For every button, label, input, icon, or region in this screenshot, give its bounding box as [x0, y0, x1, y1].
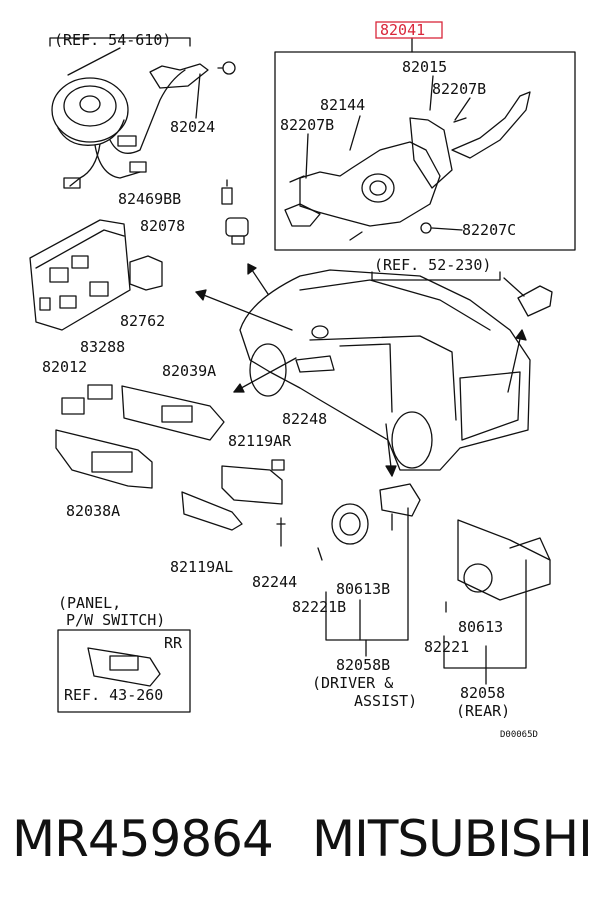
- panel-reference-box: [57, 629, 191, 713]
- label-82058: 82058: [460, 684, 505, 702]
- highlight-box-82041: [375, 21, 443, 39]
- label-82038a: 82038A: [66, 502, 120, 520]
- label-80613: 80613: [458, 618, 503, 636]
- label-82144: 82144: [320, 96, 365, 114]
- label-82119al: 82119AL: [170, 558, 233, 576]
- label-83288: 83288: [80, 338, 125, 356]
- label-82024: 82024: [170, 118, 215, 136]
- label-rr: RR: [164, 634, 183, 652]
- label-82119ar: 82119AR: [228, 432, 292, 450]
- label-82039a: 82039A: [162, 362, 216, 380]
- column-switch-assembly: [274, 37, 576, 251]
- label-82015: 82015: [402, 58, 447, 76]
- label-82762: 82762: [120, 312, 165, 330]
- label-ref-52-230: (REF. 52-230): [374, 256, 491, 274]
- label-panel-line1: (PANEL,: [58, 594, 121, 612]
- label-82078: 82078: [140, 217, 185, 235]
- label-82012: 82012: [42, 358, 87, 376]
- label-ref-54-610: (REF. 54-610): [54, 31, 171, 49]
- label-82248: 82248: [282, 410, 327, 428]
- door-switch-rear: [443, 519, 551, 685]
- label-panel-line2: P/W SWITCH): [66, 611, 165, 629]
- label-82207b-left: 82207B: [280, 116, 334, 134]
- footer: MR459864 MITSUBISHI: [0, 800, 600, 900]
- parts-diagram: (REF. 54-610) 82041 82015 82024 82207B 8…: [29, 21, 576, 740]
- label-82058b: 82058B: [336, 656, 390, 674]
- bolt-82469bb: [221, 179, 233, 205]
- clock-spring-illustration: [49, 37, 236, 189]
- part-number: MR459864: [12, 810, 274, 868]
- vehicle-illustration: [239, 269, 531, 471]
- label-driver-assist-line1: (DRIVER &: [312, 674, 393, 692]
- brand-name: MITSUBISHI: [312, 810, 593, 868]
- window-switch-parts: [55, 384, 285, 531]
- label-82041: 82041: [380, 21, 425, 39]
- lamp-illustration: [371, 271, 553, 317]
- label-82207c: 82207C: [462, 221, 516, 239]
- label-80613b: 80613B: [336, 580, 390, 598]
- label-82469bb: 82469BB: [118, 190, 181, 208]
- label-ref-43-260: REF. 43-260: [64, 686, 163, 704]
- label-driver-assist-line2: ASSIST): [354, 692, 417, 710]
- label-82244: 82244: [252, 573, 297, 591]
- screw-82244: [276, 517, 286, 547]
- label-82221b: 82221B: [292, 598, 346, 616]
- relay-box-illustration: [29, 219, 163, 331]
- door-switch-driver: [317, 483, 421, 657]
- reference-arrows: [195, 263, 527, 477]
- drawing-code: D00065D: [500, 730, 538, 740]
- label-82207b-right: 82207B: [432, 80, 486, 98]
- label-rear: (REAR): [456, 702, 510, 720]
- label-82221: 82221: [424, 638, 469, 656]
- plug-82078: [225, 217, 249, 245]
